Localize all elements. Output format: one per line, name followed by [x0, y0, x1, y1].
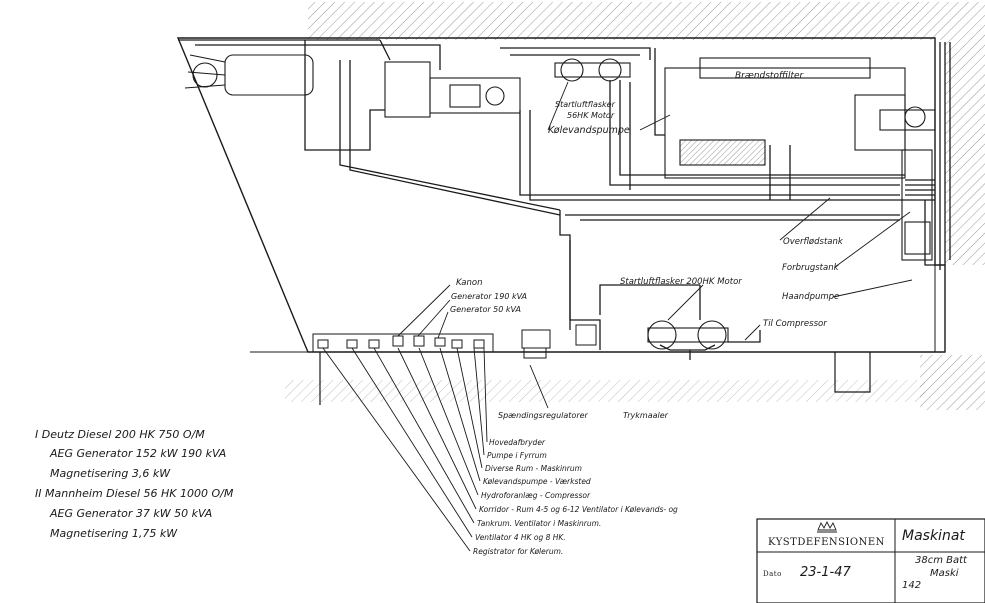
label-forbrugstank: Forbrugstank	[782, 263, 840, 273]
spec-line: II Mannheim Diesel 56 HK 1000 O/M	[35, 487, 234, 500]
machinery	[184, 54, 936, 350]
hatched-walls	[285, 2, 985, 410]
label-haandpumpe: Haandpumpe	[782, 292, 839, 302]
label-startluft-56-motor: 56HK Motor	[567, 111, 615, 120]
label-startluft-200: Startluftflasker 200HK Motor	[620, 277, 742, 287]
piping	[178, 39, 951, 360]
legend-leaders	[322, 81, 913, 552]
label-kanon: Kanon	[456, 278, 482, 288]
legend-item: Registrator for Kølerum.	[473, 547, 563, 556]
label-kolevandspumpe-top: Kølevandspumpe	[548, 125, 630, 136]
title-block: KYSTDEFENSIONEN Dato 23-1-47 Maskinat 38…	[756, 518, 985, 603]
drawing-subtitle-1: 38cm Batt	[915, 555, 968, 566]
label-startluft-56: Startluftflasker	[555, 100, 616, 109]
drawing-title: Maskinat	[902, 528, 965, 544]
legend-item: Korridor - Rum 4-5 og 6-12 Ventilator i …	[479, 505, 678, 514]
label-til-compressor: Til Compressor	[763, 319, 827, 329]
legend-item: Kølevandspumpe - Værksted	[483, 477, 591, 486]
legend-item: Tankrum. Ventilator i Maskinrum.	[477, 519, 601, 528]
label-overflodstank: Overflødstank	[783, 237, 844, 247]
legend-item: Ventilator 4 HK og 8 HK.	[475, 533, 566, 542]
spec-line: AEG Generator 37 kW 50 kVA	[50, 507, 213, 520]
legend-list: Hovedafbryder Pumpe i Fyrrum Diverse Rum…	[473, 438, 678, 556]
legend-item: Hovedafbryder	[489, 438, 546, 447]
date-label: Dato	[763, 570, 782, 578]
spec-line: AEG Generator 152 kW 190 kVA	[50, 447, 227, 460]
drawing-number: 142	[902, 580, 921, 591]
label-spaendingsregulatorer: Spændingsregulatorer	[498, 411, 589, 420]
legend-item: Pumpe i Fyrrum	[487, 451, 547, 460]
label-generator-50: Generator 50 kVA	[450, 305, 521, 314]
legend-item: Hydroforanlæg - Compressor	[481, 491, 591, 500]
crown-icon	[817, 520, 837, 533]
label-braendstoffilter: Brændstoffilter	[735, 71, 805, 81]
legend-item: Diverse Rum - Maskinrum	[485, 464, 582, 473]
spec-line: I Deutz Diesel 200 HK 750 O/M	[35, 428, 205, 441]
spec-line: Magnetisering 1,75 kW	[50, 527, 178, 540]
date-value: 23-1-47	[800, 565, 851, 580]
room-outline	[176, 37, 946, 405]
label-trykmaaler: Trykmaaler	[623, 411, 669, 420]
org-name: KYSTDEFENSIONEN	[768, 537, 885, 548]
label-generator-190: Generator 190 kVA	[451, 292, 527, 301]
diagram-labels: Brændstoffilter Startluftflasker 56HK Mo…	[450, 71, 844, 420]
drawing-subtitle-2: Maski	[930, 568, 959, 579]
spec-line: Magnetisering 3,6 kW	[50, 467, 171, 480]
